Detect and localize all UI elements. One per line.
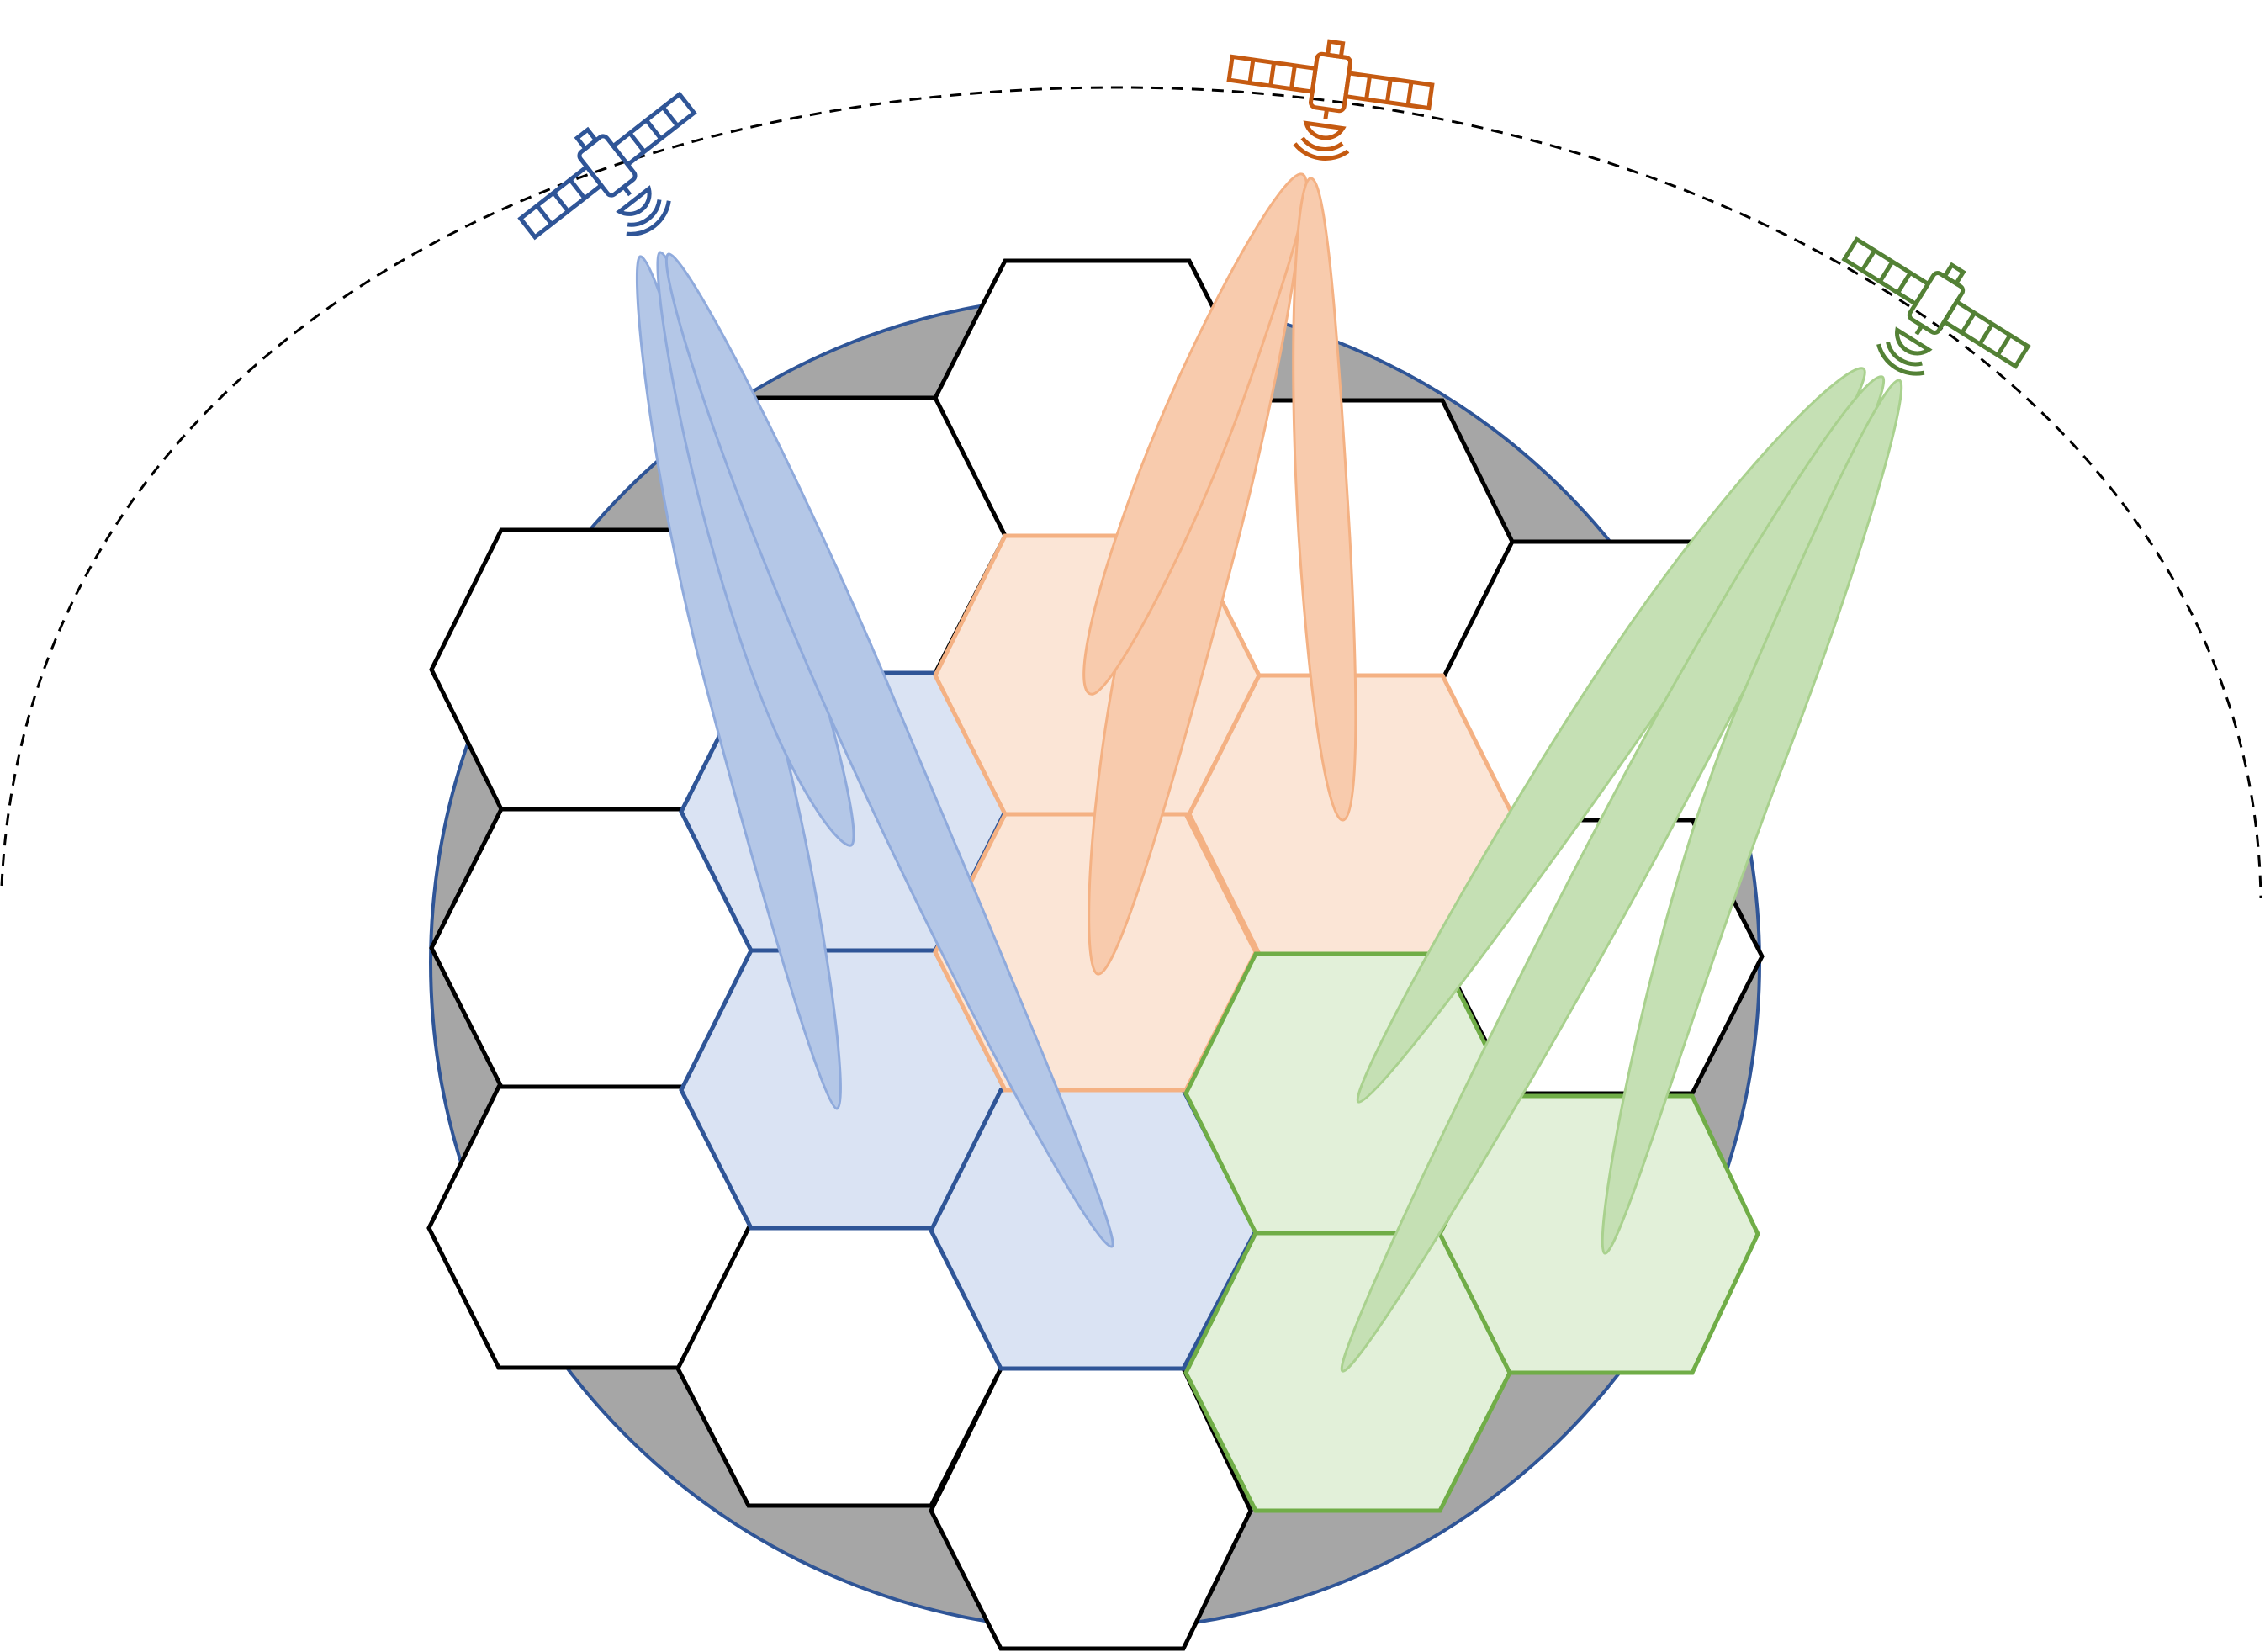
beam: [1082, 172, 1308, 696]
blue-beams: [635, 251, 1114, 1248]
green-beams: [1340, 367, 1903, 1373]
orbit-path: [0, 86, 2262, 899]
unserved-cells: [426, 258, 1770, 1651]
orange-beams: [1082, 172, 1357, 976]
beam: [1601, 379, 1903, 1255]
beam: [1292, 177, 1357, 822]
satellite-icon: [1841, 236, 2031, 376]
satellite-icon: [517, 91, 697, 241]
satellite-icon: [1226, 39, 1435, 161]
beam: [664, 252, 1114, 1248]
